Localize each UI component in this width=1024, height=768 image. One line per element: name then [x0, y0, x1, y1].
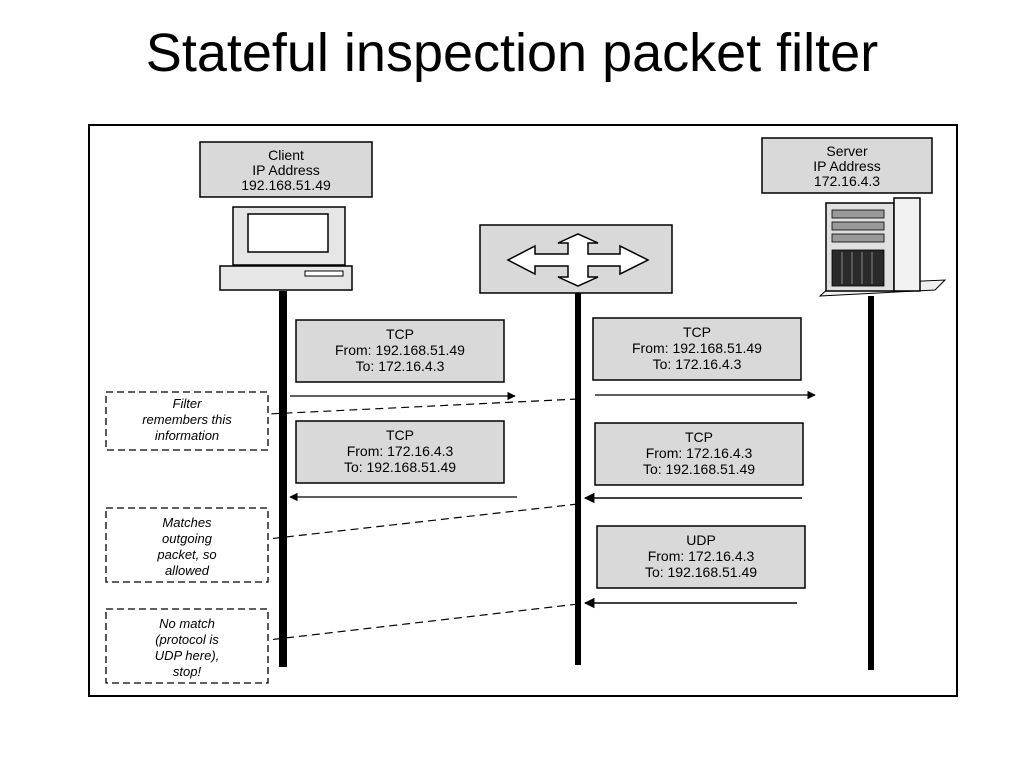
svg-text:From: 172.16.4.3: From: 172.16.4.3: [347, 443, 454, 459]
svg-text:allowed: allowed: [165, 563, 210, 578]
svg-text:stop!: stop!: [173, 664, 202, 679]
server-label-line2: IP Address: [813, 158, 880, 174]
note-no-match: No match (protocol is UDP here), stop!: [105, 608, 269, 684]
client-label-line2: IP Address: [252, 162, 319, 178]
client-label-line3: 192.168.51.49: [241, 177, 331, 193]
client-computer-icon: [219, 206, 353, 291]
svg-text:No match: No match: [159, 616, 215, 631]
svg-text:Matches: Matches: [162, 515, 212, 530]
svg-text:remembers this: remembers this: [142, 412, 232, 427]
packet-udp-incoming-server-side: UDP From: 172.16.4.3 To: 192.168.51.49: [596, 525, 806, 589]
svg-text:From: 192.168.51.49: From: 192.168.51.49: [335, 342, 465, 358]
svg-text:To: 192.168.51.49: To: 192.168.51.49: [643, 461, 755, 477]
client-label-line1: Client: [268, 147, 304, 163]
slide-title: Stateful inspection packet filter: [145, 23, 879, 83]
packet-tcp-incoming-client-side: TCP From: 172.16.4.3 To: 192.168.51.49: [295, 420, 505, 484]
connector-matches-note: [267, 503, 579, 540]
server-tower-icon: [818, 197, 947, 297]
svg-text:TCP: TCP: [683, 324, 711, 340]
svg-text:TCP: TCP: [386, 427, 414, 443]
server-label-line3: 172.16.4.3: [814, 173, 880, 189]
svg-text:(protocol is: (protocol is: [155, 632, 219, 647]
server-label-line1: Server: [826, 143, 868, 159]
client-label-box: Client IP Address 192.168.51.49: [199, 141, 373, 198]
svg-text:packet, so: packet, so: [156, 547, 216, 562]
server-label-box: Server IP Address 172.16.4.3: [761, 137, 933, 194]
svg-text:To: 172.16.4.3: To: 172.16.4.3: [356, 358, 445, 374]
svg-text:UDP here),: UDP here),: [155, 648, 220, 663]
connector-nomatch-note: [267, 603, 579, 641]
svg-text:UDP: UDP: [686, 532, 716, 548]
svg-text:TCP: TCP: [685, 429, 713, 445]
svg-text:To: 192.168.51.49: To: 192.168.51.49: [344, 459, 456, 475]
svg-text:information: information: [155, 428, 219, 443]
connector-remember-note: [267, 398, 579, 415]
packet-tcp-outgoing-server-side: TCP From: 192.168.51.49 To: 172.16.4.3: [592, 317, 802, 381]
svg-text:To: 192.168.51.49: To: 192.168.51.49: [645, 564, 757, 580]
svg-text:outgoing: outgoing: [162, 531, 213, 546]
note-matches-outgoing: Matches outgoing packet, so allowed: [105, 507, 269, 583]
svg-text:From: 192.168.51.49: From: 192.168.51.49: [632, 340, 762, 356]
note-filter-remembers: Filter remembers this information: [105, 391, 269, 451]
svg-text:TCP: TCP: [386, 326, 414, 342]
packet-tcp-incoming-server-side: TCP From: 172.16.4.3 To: 192.168.51.49: [594, 422, 804, 486]
filter-device-icon: [479, 224, 673, 294]
packet-tcp-outgoing-client-side: TCP From: 192.168.51.49 To: 172.16.4.3: [295, 319, 505, 383]
svg-text:From: 172.16.4.3: From: 172.16.4.3: [646, 445, 753, 461]
svg-text:From: 172.16.4.3: From: 172.16.4.3: [648, 548, 755, 564]
svg-text:Filter: Filter: [173, 396, 203, 411]
svg-text:To: 172.16.4.3: To: 172.16.4.3: [653, 356, 742, 372]
